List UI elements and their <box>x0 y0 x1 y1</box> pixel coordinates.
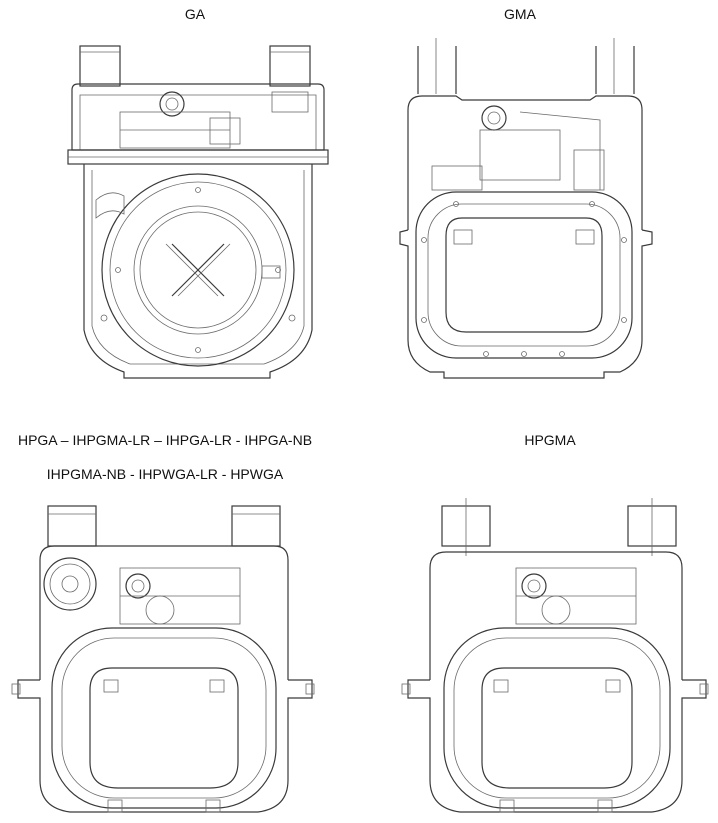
caption-hpgma: HPGMA <box>524 432 576 448</box>
caption-hpga-line1: HPGA – IHPGMA-LR – IHPGA-LR - IHPGA-NB <box>17 432 313 448</box>
caption-gma: GMA <box>504 6 536 22</box>
figure-ga <box>67 45 329 379</box>
caption-ga: GA <box>184 6 206 22</box>
figure-hpga <box>11 505 315 813</box>
figure-hpgma <box>401 498 709 813</box>
figure-gma <box>399 38 653 379</box>
caption-hpga-line2: IHPGMA-NB - IHPWGA-LR - HPWGA <box>46 466 284 482</box>
